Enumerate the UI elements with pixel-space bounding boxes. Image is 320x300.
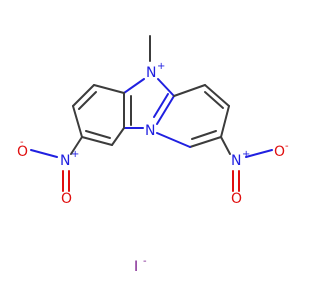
bond-n5-c5a [157,78,175,97]
nitro-left-o-upper-label: O [17,144,28,160]
bond-c9-n10 [156,132,191,148]
bond-nitro-right-o-upper [245,149,273,158]
bond-c2-c1 [81,136,113,146]
nitro-left-n-label: N [60,153,70,169]
nitro-left-n-charge: + [71,149,79,160]
nitro-right-o-upper-charge: - [285,141,289,152]
bond-c4a-c4 [93,84,125,94]
bond-c4-c3 [72,84,95,107]
bond-c3-c2 [72,105,83,138]
bond-c5a-n10 [156,95,175,125]
nitro-left-o-lower-label: O [61,191,72,207]
bond-c5a-n10-double [153,93,169,118]
nitro-right-n-label: N [231,153,241,169]
bond-c4-c3-double [78,91,97,110]
bond-nitro-left-o-upper [30,149,58,158]
bond-c1-c9a [111,127,125,146]
iodide-label: I [134,259,138,275]
bond-c2-c1-double [85,130,111,139]
bond-n5-c4a [123,78,145,94]
n-methyl-charge: + [157,61,165,72]
nitro-right-o-lower-label: O [231,191,242,207]
n-methyl-label: N [146,65,156,81]
bond-c6-c7-double [204,91,224,109]
n-bridge-label: N [145,123,155,139]
nitro-right-n-charge: + [242,149,250,160]
bond-c8-nitro-right [220,136,231,155]
bond-c2-nitro-left [70,136,83,155]
bond-c8-c9 [189,136,222,148]
nitro-left-o-upper-charge: - [20,137,24,148]
iodide-charge: - [143,256,147,267]
bond-c6-c7 [204,84,230,107]
bond-c8-c9-double [191,130,217,140]
bond-c5a-c6 [173,84,206,97]
chemical-structure: N + N N + O - O N + O - O I - [17,35,289,275]
nitro-right-o-upper-label: O [274,144,285,160]
bond-c7-c8 [220,105,230,138]
